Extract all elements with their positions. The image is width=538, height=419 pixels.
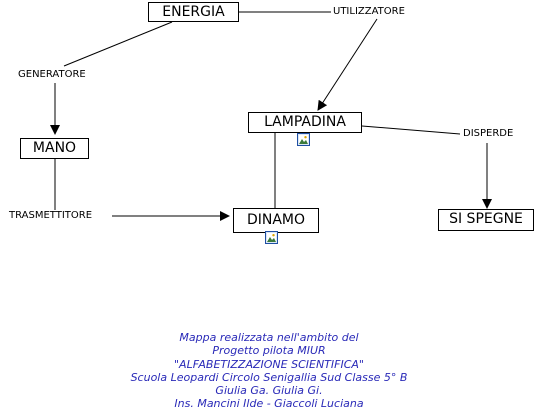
node-energia-label: ENERGIA [162, 4, 225, 20]
node-dinamo[interactable]: DINAMO [233, 208, 319, 233]
credits-line: Giulia Ga. Giulia Gi. [215, 384, 323, 398]
credits-block: Mappa realizzata nell'ambito del Progett… [0, 331, 538, 411]
edge-energia-generatore [63, 21, 173, 67]
node-lampadina-label: LAMPADINA [264, 114, 346, 130]
node-mano[interactable]: MANO [20, 138, 89, 159]
image-resource-icon[interactable] [265, 231, 278, 244]
edge-utilizzatore-lampadina [317, 18, 378, 111]
link-label-generatore: GENERATORE [18, 69, 86, 81]
credits-line: Ins. Mancini Ilde - Giaccoli Luciana [174, 397, 364, 411]
credits-line: Progetto pilota MIUR [212, 344, 326, 358]
link-label-disperde: DISPERDE [463, 128, 514, 140]
node-si-spegne-label: SI SPEGNE [449, 211, 523, 227]
image-resource-icon[interactable] [297, 133, 310, 146]
node-energia[interactable]: ENERGIA [148, 2, 239, 22]
node-dinamo-label: DINAMO [246, 212, 306, 228]
node-lampadina[interactable]: LAMPADINA [248, 112, 362, 133]
credits-line: Scuola Leopardi Circolo Senigallia Sud C… [130, 370, 408, 384]
link-label-utilizzatore: UTILIZZATORE [333, 6, 405, 18]
credits-line: Mappa realizzata nell'ambito del [179, 331, 359, 344]
credits-line: "ALFABETIZZAZIONE SCIENTIFICA" [174, 357, 364, 371]
node-mano-label: MANO [32, 140, 77, 156]
link-label-trasmettitore: TRASMETTITORE [9, 210, 93, 222]
node-si-spegne[interactable]: SI SPEGNE [438, 209, 534, 231]
edge-lampadina-disperde [361, 125, 461, 135]
